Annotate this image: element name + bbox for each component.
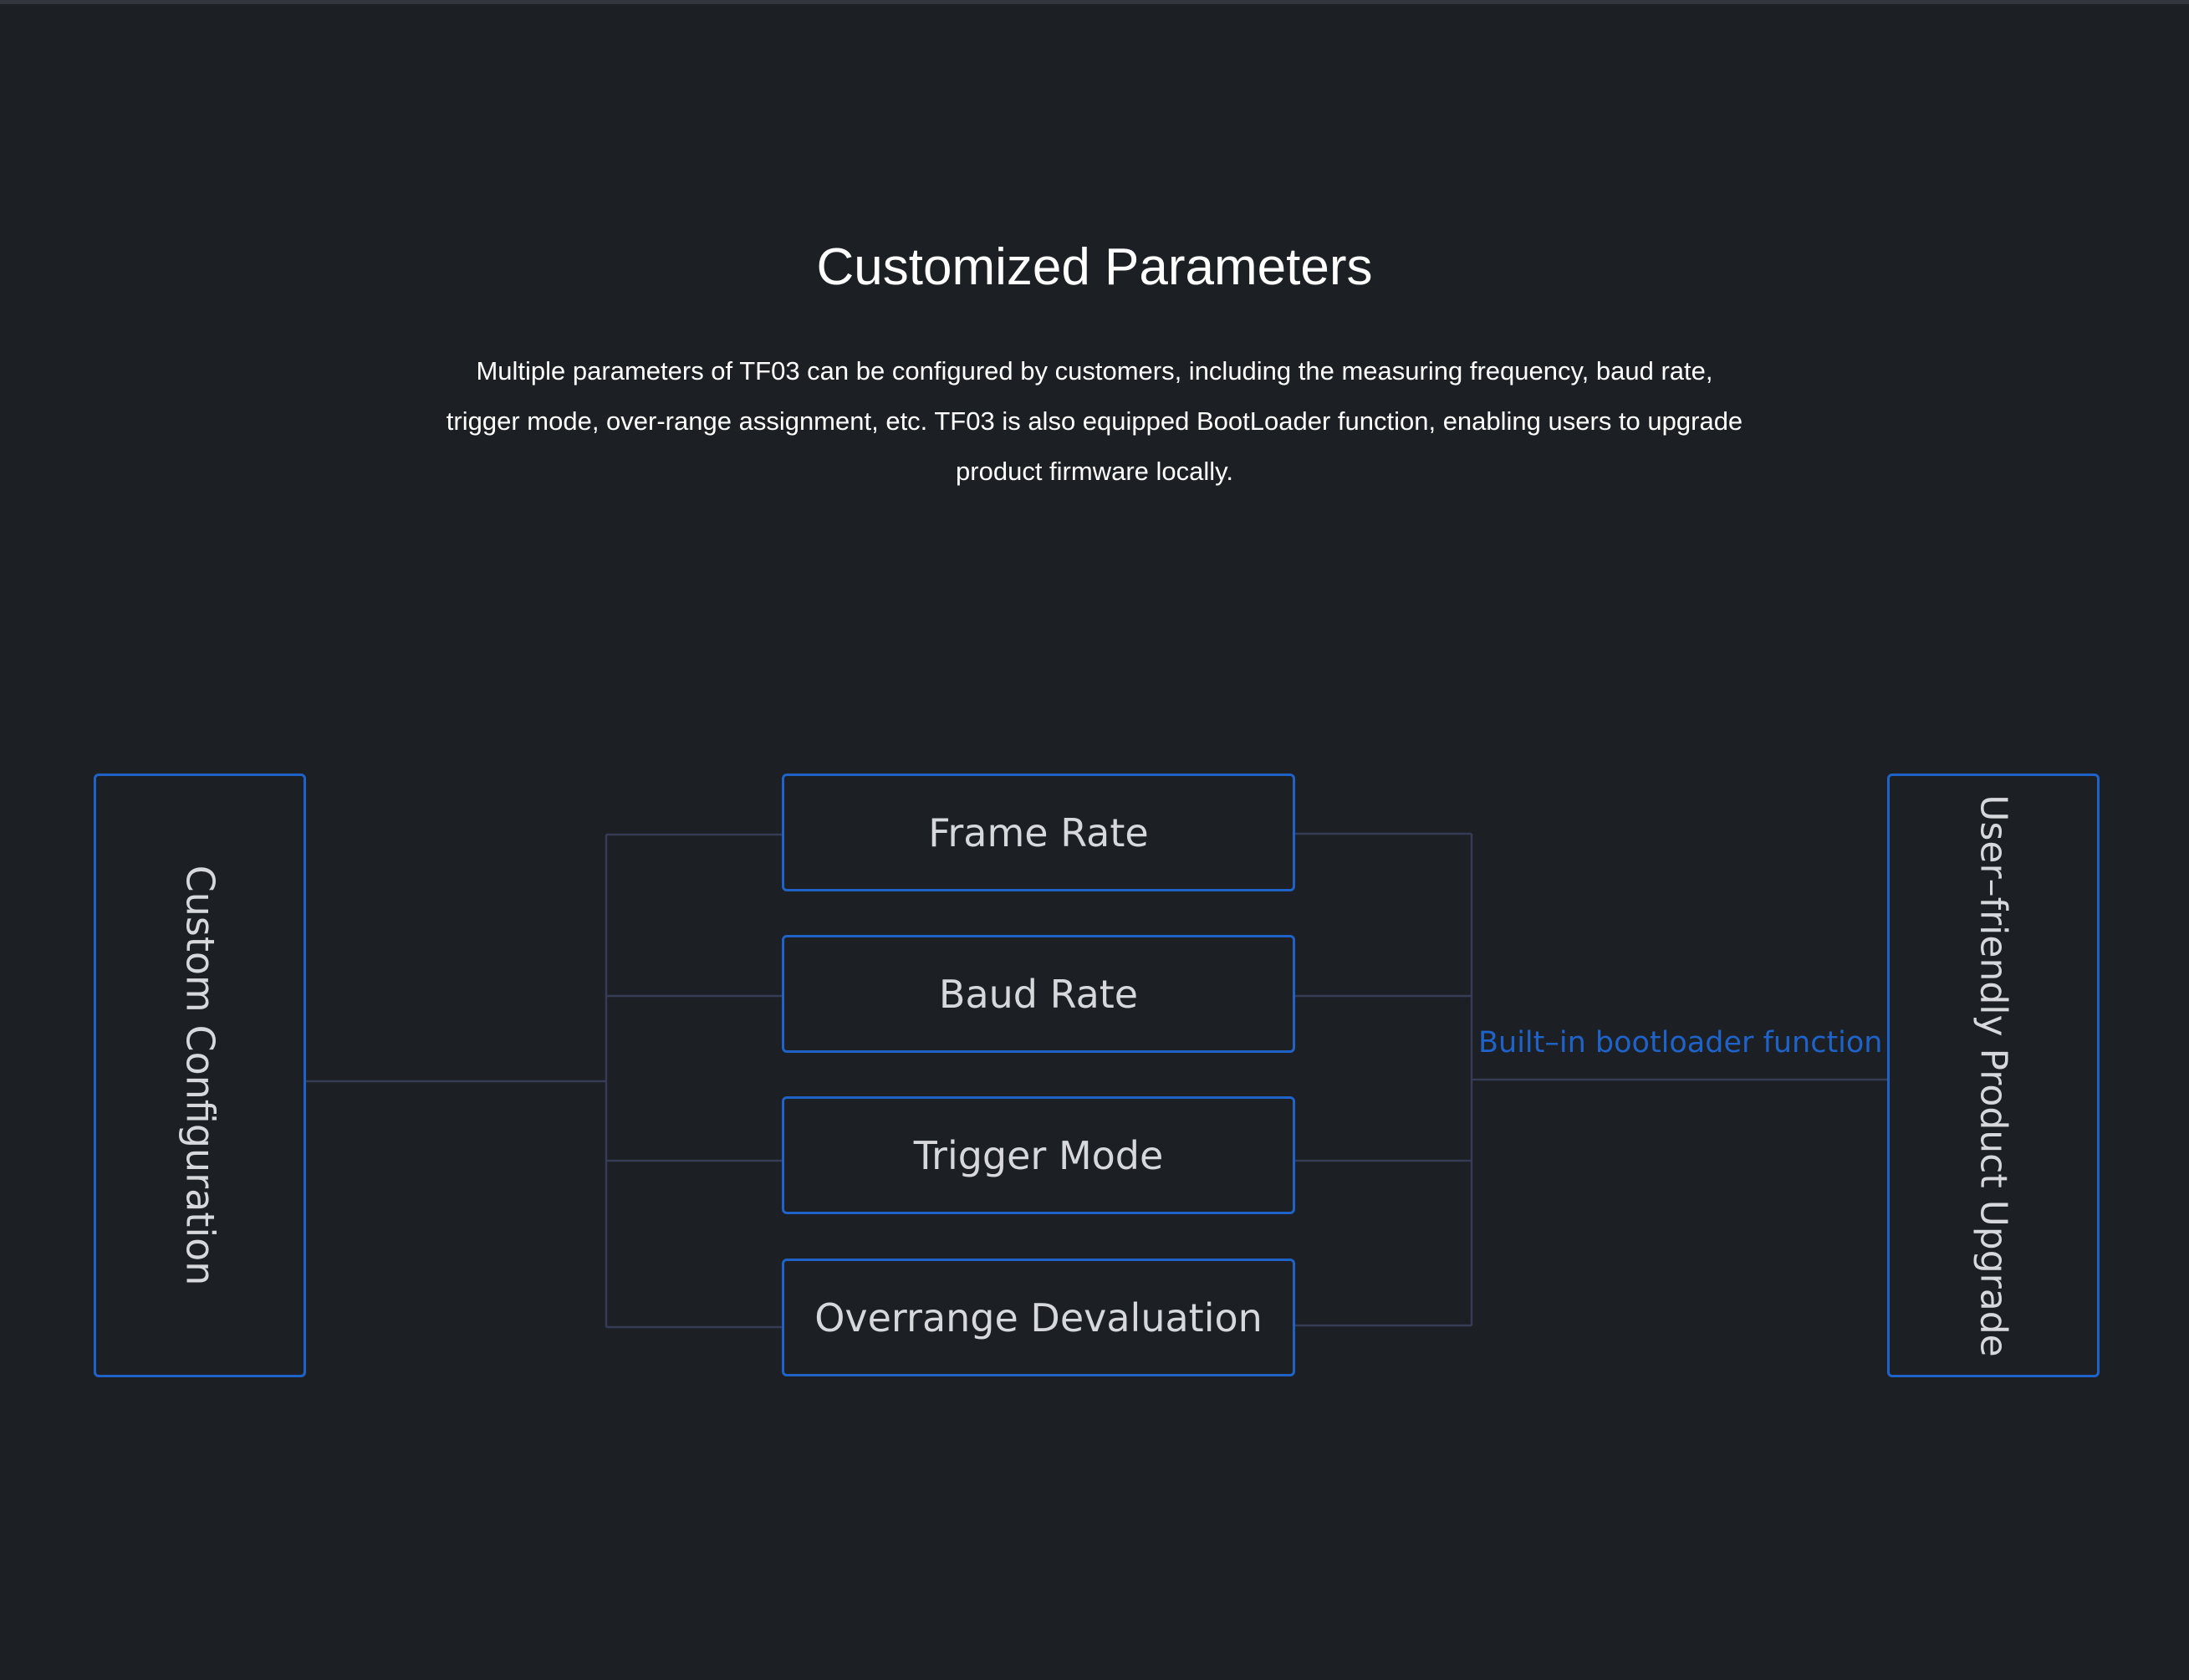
parameter-box-overrange-devaluation: Overrange Devaluation: [782, 1259, 1295, 1376]
parameter-box-trigger-mode: Trigger Mode: [782, 1096, 1295, 1214]
section-description: Multiple parameters of TF03 can be confi…: [446, 356, 1743, 486]
parameter-label: Overrange Devaluation: [814, 1294, 1263, 1340]
product-upgrade-box: User–friendly Product Upgrade: [1887, 774, 2100, 1377]
custom-configuration-box: Custom Configuration: [94, 774, 306, 1377]
custom-configuration-label: Custom Configuration: [177, 865, 222, 1286]
top-border: [0, 0, 2189, 4]
parameter-label: Trigger Mode: [913, 1132, 1164, 1178]
parameter-box-frame-rate: Frame Rate: [782, 774, 1295, 891]
page-title: Customized Parameters: [816, 238, 1373, 296]
parameter-label: Frame Rate: [928, 809, 1149, 855]
parameter-box-baud-rate: Baud Rate: [782, 935, 1295, 1053]
product-upgrade-label: User–friendly Product Upgrade: [1972, 794, 2015, 1357]
bootloader-connector-label: Built–in bootloader function: [1478, 1026, 1883, 1060]
parameter-label: Baud Rate: [938, 971, 1139, 1017]
